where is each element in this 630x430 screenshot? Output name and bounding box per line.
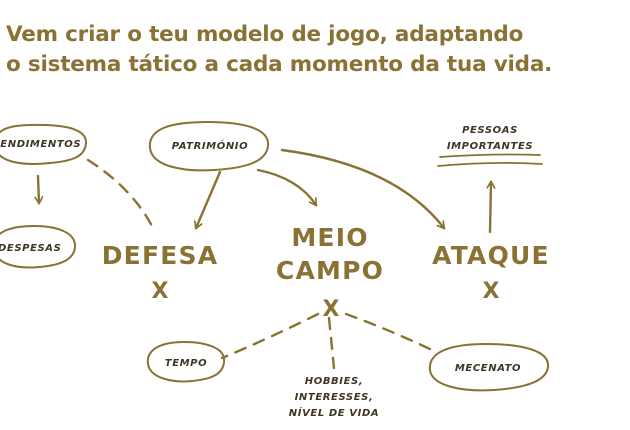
- ellipse-rendimentos: [0, 123, 88, 165]
- ellipse-patrimonio: [148, 121, 270, 172]
- headline-line-2: o sistema tático a cada momento da tua v…: [6, 52, 553, 77]
- arrow-patrimonio-defesa: [196, 170, 222, 228]
- arrow-patrimonio-ataque: [280, 148, 444, 228]
- dashed-meio-campo-tempo: [220, 312, 320, 360]
- label-meio: MEIO: [291, 223, 368, 252]
- arrow-ataque-pessoas: [490, 182, 491, 234]
- label-hobbies-line-2: INTERESSES,: [295, 392, 374, 403]
- label-rendimentos: RENDIMENTOS: [0, 139, 81, 150]
- arrow-patrimonio-meio-campo: [256, 168, 316, 205]
- label-mecenato: MECENATO: [455, 363, 521, 374]
- label-hobbies-line-3: NÍVEL DE VIDA: [289, 406, 379, 419]
- underline-pessoas-2: [437, 162, 543, 167]
- label-campo: CAMPO: [276, 256, 384, 285]
- x-mark-ataque: X: [483, 279, 500, 304]
- headline: Vem criar o teu modelo de jogo, adaptand…: [6, 20, 626, 80]
- ellipse-tempo: [146, 341, 226, 383]
- label-patrimonio: PATRIMÓNIO: [172, 139, 248, 152]
- label-pessoas-line-2: IMPORTANTES: [447, 141, 533, 152]
- ellipse-despesas: [0, 225, 77, 269]
- dashed-meio-campo-hobbies: [327, 316, 336, 370]
- underline-pessoas-1: [439, 153, 541, 158]
- dashed-rendimentos-defesa: [86, 158, 157, 234]
- ellipse-mecenato: [428, 343, 550, 392]
- x-mark-meio-campo: X: [323, 297, 340, 322]
- label-defesa: DEFESA: [102, 241, 219, 270]
- dashed-meio-campo-mecenato: [344, 312, 434, 352]
- label-pessoas-line-1: PESSOAS: [462, 125, 518, 136]
- x-mark-defesa: X: [152, 279, 169, 304]
- arrow-rendimentos-despesas: [38, 174, 39, 203]
- label-ataque: ATAQUE: [432, 241, 550, 270]
- headline-line-1: Vem criar o teu modelo de jogo, adaptand…: [6, 22, 524, 47]
- label-hobbies-line-1: HOBBIES,: [305, 376, 363, 387]
- label-tempo: TEMPO: [165, 358, 207, 369]
- label-despesas: DESPESAS: [0, 243, 61, 254]
